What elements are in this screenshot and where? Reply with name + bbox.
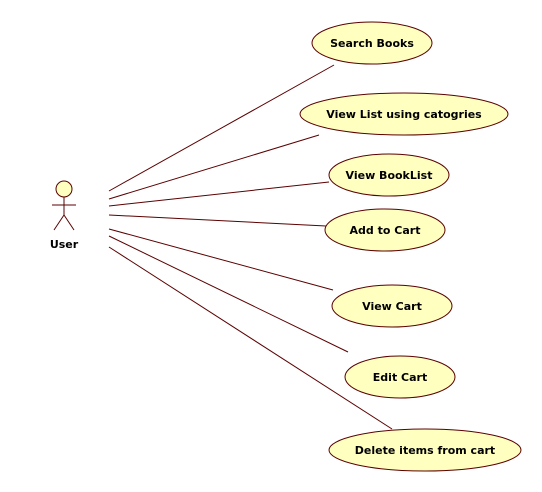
use-case-label: View BookList: [346, 169, 433, 182]
use-case-ellipse: [299, 92, 509, 136]
use-case-ellipse: [328, 153, 450, 197]
use-case-ellipse: [344, 355, 456, 399]
use-case-ellipse: [331, 284, 453, 328]
association-line-6: [108, 246, 393, 430]
use-case-ellipse: [324, 208, 446, 252]
association-line-4: [108, 228, 334, 291]
actor-left-leg: [53, 214, 65, 231]
use-case-view-booklist[interactable]: View BookList: [328, 153, 450, 197]
use-case-ellipse: [311, 21, 433, 65]
use-case-add-to-cart[interactable]: Add to Cart: [324, 208, 446, 252]
use-case-edit-cart[interactable]: Edit Cart: [344, 355, 456, 399]
use-case-label: View List using catogries: [326, 108, 482, 121]
use-case-view-list-using-categories[interactable]: View List using catogries: [299, 92, 509, 136]
use-case-label: Add to Cart: [350, 224, 421, 237]
use-case-label: Search Books: [330, 37, 414, 50]
association-line-2: [108, 181, 330, 207]
association-line-5: [108, 235, 349, 353]
association-line-3: [108, 214, 327, 227]
use-case-delete-items-from-cart[interactable]: Delete items from cart: [328, 428, 522, 472]
use-case-ellipse: [328, 428, 522, 472]
actor-name: User: [50, 238, 79, 251]
use-case-label: Delete items from cart: [355, 444, 495, 457]
use-case-label: Edit Cart: [373, 371, 427, 384]
actor-user[interactable]: User: [50, 180, 79, 251]
association-lines: [108, 64, 393, 430]
actor-right-leg: [63, 214, 75, 231]
use-case-view-cart[interactable]: View Cart: [331, 284, 453, 328]
actor-head: [55, 180, 73, 198]
association-line-0: [108, 64, 335, 192]
use-case-search-books[interactable]: Search Books: [311, 21, 433, 65]
use-case-label: View Cart: [362, 300, 422, 313]
association-line-1: [108, 134, 320, 200]
